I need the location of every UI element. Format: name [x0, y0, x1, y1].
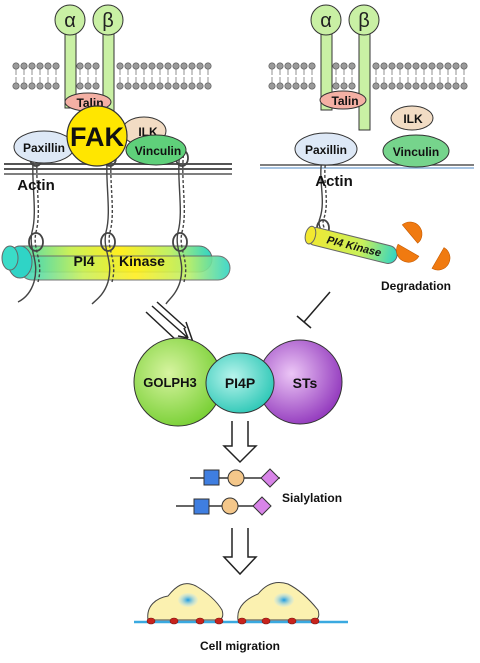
downward-arrow-2 — [222, 528, 258, 576]
talin-right — [319, 90, 367, 110]
paxillin-right — [294, 132, 358, 166]
inhibition-arrow — [296, 291, 331, 329]
vinculin-label-right: Vinculin — [393, 145, 439, 159]
integrin-alpha-label-right: α — [320, 10, 332, 32]
sialylated-glycans: Sialylation — [176, 468, 342, 516]
integrin-beta-label: β — [102, 10, 114, 32]
kinase-label-left: Kinase — [119, 253, 165, 269]
ilk-right — [390, 105, 434, 131]
actin-label-left: Actin — [17, 177, 55, 194]
golph3-label: GOLPH3 — [143, 375, 196, 390]
cell-migration-label: Cell migration — [200, 639, 280, 653]
pi4p-ellipse — [205, 352, 275, 414]
actin-filament-right — [260, 164, 474, 169]
nucleus-1 — [178, 593, 198, 607]
degradation-label: Degradation — [381, 279, 451, 293]
nucleus-2 — [274, 593, 294, 607]
downward-arrow-1 — [222, 421, 258, 464]
sialylation-label: Sialylation — [282, 491, 342, 505]
vinculin-label-left: Vinculin — [135, 144, 181, 158]
vinculin-right — [382, 134, 450, 168]
pi4-kinase-bundle-left: PI4 Kinase — [1, 245, 231, 281]
integrin-right: α β — [310, 4, 380, 131]
actin-filament-left — [4, 163, 232, 175]
integrin-alpha-label: α — [64, 10, 76, 32]
pi4p-label: PI4P — [225, 375, 255, 391]
actin-label-right: Actin — [315, 173, 353, 190]
membrane-left — [12, 62, 212, 90]
left-adhesion-proteins: Talin Paxillin ILK Vinculin FAK Actin — [13, 92, 187, 194]
right-adhesion-proteins: Talin ILK Paxillin Vinculin Actin — [294, 90, 450, 190]
paxillin-label-left: Paxillin — [23, 141, 65, 155]
migrating-cells: Cell migration — [134, 581, 348, 653]
golph3-pi4p-sts-complex: GOLPH3 PI4P STs — [133, 337, 343, 427]
vinculin-left — [125, 134, 187, 166]
pi4-label-left: PI4 — [73, 253, 94, 269]
degradation-fragments: Degradation — [381, 221, 451, 293]
integrin-beta-label-right: β — [358, 10, 370, 32]
talin-label-right: Talin — [331, 94, 358, 108]
fak-left — [66, 105, 128, 167]
sts-label: STs — [293, 375, 318, 391]
fak-label-left: FAK — [70, 122, 125, 152]
paxillin-label-right: Paxillin — [305, 143, 347, 157]
ilk-label-right: ILK — [403, 112, 423, 126]
pi4-kinase-right: PI4 Kinase — [304, 225, 398, 264]
tether-ropes-left — [17, 149, 189, 305]
membrane-right — [268, 62, 468, 90]
